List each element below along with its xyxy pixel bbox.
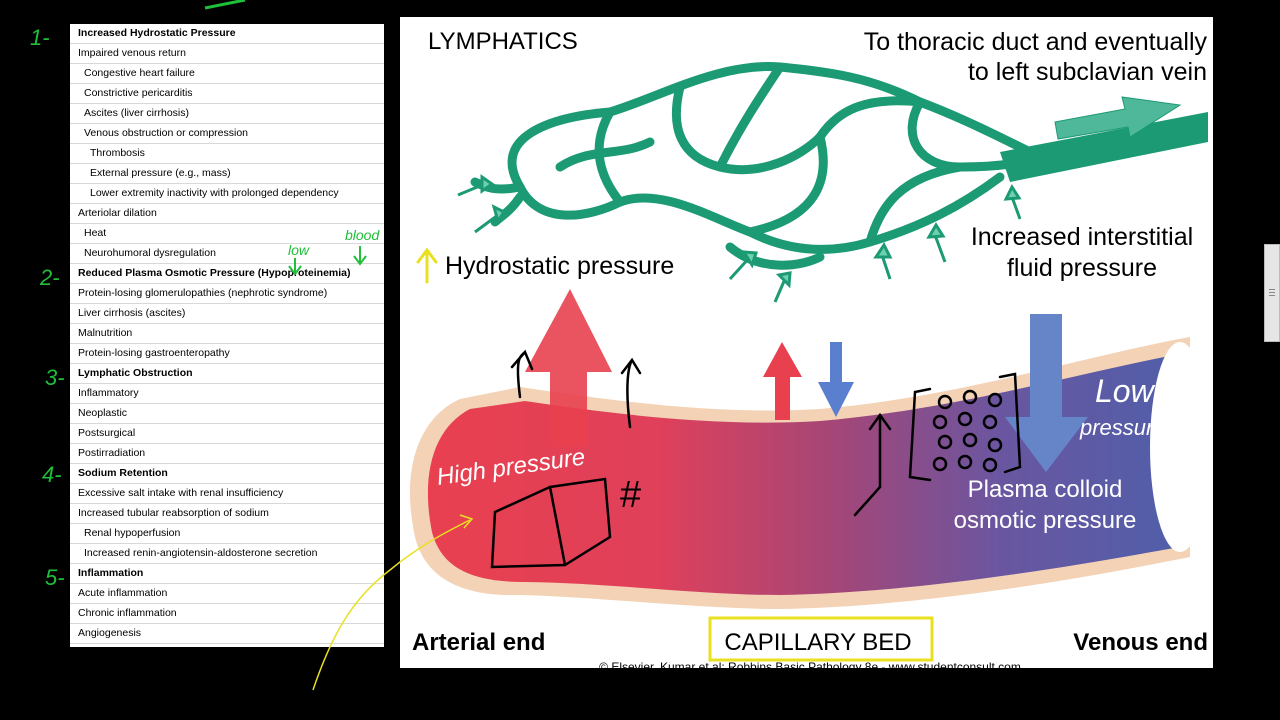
- annotation-number-1: 1-: [30, 25, 50, 50]
- table-section-header: Increased Hydrostatic Pressure: [70, 24, 384, 44]
- table-row: Impaired venous return: [70, 44, 384, 64]
- annotation-number-4: 4-: [42, 462, 62, 487]
- capillary-diagram: LYMPHATICS To thoracic duct and eventual…: [410, 28, 1210, 668]
- ink-sketches: [490, 349, 1022, 569]
- table-row: Neurohumoral dysregulation: [70, 244, 384, 264]
- scrollbar-grip-line: [1269, 295, 1275, 296]
- lymphatics-label: LYMPHATICS: [428, 28, 578, 55]
- hydrostatic-big-arrow: [525, 289, 612, 447]
- table-section-header: Lymphatic Obstruction: [70, 364, 384, 384]
- yellow-pointer-line: [312, 519, 471, 691]
- annotation-blood-arrow: [353, 246, 367, 266]
- hydrostatic-pressure-label: Hydrostatic pressure: [445, 252, 674, 280]
- protein-circles: [932, 389, 1003, 473]
- scrollbar-grip-line: [1269, 292, 1275, 293]
- table-row: External pressure (e.g., mass): [70, 164, 384, 184]
- table-section-header: Reduced Plasma Osmotic Pressure (Hypopro…: [70, 264, 384, 284]
- arterial-end-label: Arterial end: [412, 629, 545, 656]
- annotation-blood: blood: [345, 227, 380, 243]
- plasma-colloid-label-line1: Plasma colloid: [968, 476, 1123, 503]
- table-row: Thrombosis: [70, 144, 384, 164]
- table-section-header: Sodium Retention: [70, 464, 384, 484]
- oncotic-small-arrow: [818, 342, 854, 417]
- table-row: Increased tubular reabsorption of sodium: [70, 504, 384, 524]
- annotation-top-stroke: [204, 0, 246, 10]
- annotation-low-arrow: [288, 258, 302, 276]
- thoracic-duct-label-line2: to left subclavian vein: [968, 58, 1207, 86]
- table-row: Angiogenesis: [70, 624, 384, 644]
- lymph-outflow-arrow: [1054, 96, 1182, 140]
- annotation-number-5: 5-: [45, 565, 65, 590]
- capillary-bed-label: CAPILLARY BED: [724, 629, 911, 656]
- table-row: Acute inflammation: [70, 584, 384, 604]
- table-row: Venous obstruction or compression: [70, 124, 384, 144]
- table-row: Postirradiation: [70, 444, 384, 464]
- thoracic-duct-label-line1: To thoracic duct and eventually: [864, 28, 1208, 56]
- lymphatic-duct: [1000, 112, 1208, 182]
- plasma-colloid-label-line2: osmotic pressure: [954, 507, 1137, 534]
- table-row: Constrictive pericarditis: [70, 84, 384, 104]
- annotation-number-2: 2-: [39, 265, 60, 290]
- table-row: Increased renin-angiotensin-aldosterone …: [70, 544, 384, 564]
- table-row: Arteriolar dilation: [70, 204, 384, 224]
- table-row: Liver cirrhosis (ascites): [70, 304, 384, 324]
- venous-end-label: Venous end: [1073, 629, 1208, 656]
- annotation-low: low: [288, 242, 310, 258]
- table-row: Malnutrition: [70, 324, 384, 344]
- table-section-header: Inflammation: [70, 564, 384, 584]
- table-row: Protein-losing gastroenteropathy: [70, 344, 384, 364]
- yellow-pointer-arrowhead: [459, 514, 474, 529]
- table-row: Chronic inflammation: [70, 604, 384, 624]
- table-row: Heat: [70, 224, 384, 244]
- copyright-line: © Elsevier. Kumar et al: Robbins Basic P…: [599, 660, 1021, 668]
- capillary-lumen: [427, 352, 1190, 595]
- page-scrollbar-thumb[interactable]: [1264, 244, 1280, 342]
- low-pressure-line1: Low: [1095, 373, 1156, 409]
- oncotic-big-arrow: [1005, 314, 1088, 472]
- interstitial-pressure-label-line1: Increased interstitial: [971, 223, 1193, 251]
- table-row: Protein-losing glomerulopathies (nephrot…: [70, 284, 384, 304]
- low-pressure-line2: pressure: [1079, 415, 1166, 440]
- table-row: Lower extremity inactivity with prolonge…: [70, 184, 384, 204]
- table-row: Postsurgical: [70, 424, 384, 444]
- hash-mark: #: [620, 474, 641, 516]
- table-row: Congestive heart failure: [70, 64, 384, 84]
- annotation-number-3: 3-: [45, 365, 65, 390]
- table-row: Inflammatory: [70, 384, 384, 404]
- vessel-opening: [1150, 342, 1210, 552]
- scrollbar-grip-line: [1269, 289, 1275, 290]
- hydrostatic-small-arrow: [763, 342, 802, 420]
- hydrostatic-up-marker: [416, 247, 438, 284]
- capillary-bed-highlight: [708, 616, 934, 662]
- table-row: Ascites (liver cirrhosis): [70, 104, 384, 124]
- interstitial-pressure-label-line2: fluid pressure: [1007, 254, 1157, 282]
- table-row: Neoplastic: [70, 404, 384, 424]
- interstitial-inflow-arrows: [457, 174, 1022, 303]
- capillary-bed-figure: LYMPHATICS To thoracic duct and eventual…: [400, 17, 1213, 668]
- table-row: Renal hypoperfusion: [70, 524, 384, 544]
- table-row: Excessive salt intake with renal insuffi…: [70, 484, 384, 504]
